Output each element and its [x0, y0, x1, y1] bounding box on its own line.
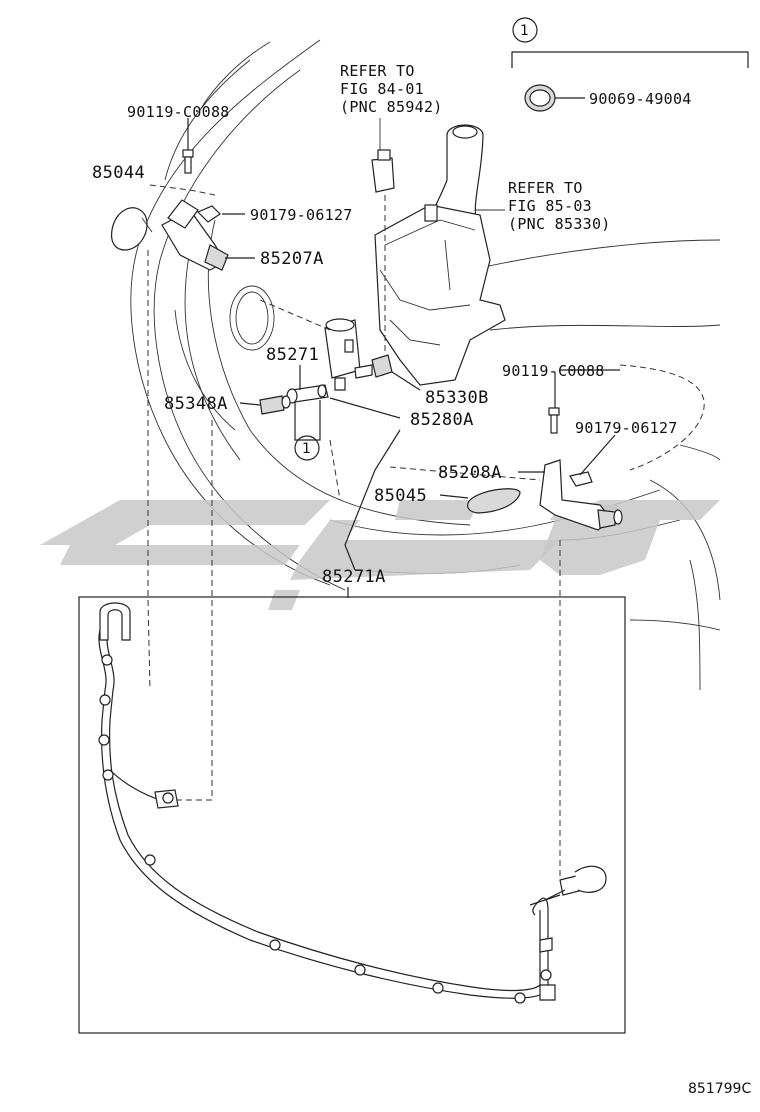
- part-label-85271a: 85271A: [322, 567, 386, 587]
- refer-2-line3: (PNC 85330): [508, 215, 611, 233]
- callout-number: 1: [520, 23, 529, 39]
- refer-1-line2: FIG 84-01: [340, 80, 424, 98]
- part-label-85045: 85045: [374, 486, 427, 506]
- right-nozzle: [467, 407, 623, 531]
- part-label-85207a: 85207A: [260, 249, 324, 269]
- refer-note-1: REFER TO FIG 84-01 (PNC 85942): [340, 62, 443, 155]
- circle-ref-number: 1: [302, 441, 311, 457]
- part-label-85271: 85271: [266, 345, 319, 365]
- part-labels: 90119-C0088 85044 90179-06127 85207A 852…: [92, 103, 678, 587]
- part-label-85208a: 85208A: [438, 463, 502, 483]
- refer-2-line1: REFER TO: [508, 179, 583, 197]
- refer-note-2: REFER TO FIG 85-03 (PNC 85330): [465, 179, 611, 233]
- diagram-id: 851799C: [688, 1081, 751, 1097]
- refer-1-line3: (PNC 85942): [340, 98, 443, 116]
- circle-reference: 1: [294, 435, 320, 461]
- part-label-90119-right: 90119-C0088: [502, 362, 605, 380]
- part-label-85330b: 85330B: [425, 388, 489, 408]
- part-label-85280a: 85280A: [410, 410, 474, 430]
- callout-part-number: 90069-49004: [589, 90, 692, 108]
- leader-lines: [147, 118, 620, 880]
- washer-tank: [371, 124, 506, 386]
- part-label-85348a: 85348A: [164, 394, 228, 414]
- hose-detail-box: [78, 596, 626, 1034]
- part-label-90179-right: 90179-06127: [575, 419, 678, 437]
- callout-legend: 1 90069-49004: [511, 17, 749, 112]
- washer-pump: [324, 318, 393, 391]
- part-label-90119-left: 90119-C0088: [127, 103, 230, 121]
- refer-2-line2: FIG 85-03: [508, 197, 592, 215]
- part-label-85044: 85044: [92, 163, 145, 183]
- refer-1-line1: REFER TO: [340, 62, 415, 80]
- left-nozzle: [110, 149, 229, 271]
- part-label-90179-left: 90179-06127: [250, 206, 353, 224]
- hose-joint: [259, 384, 329, 415]
